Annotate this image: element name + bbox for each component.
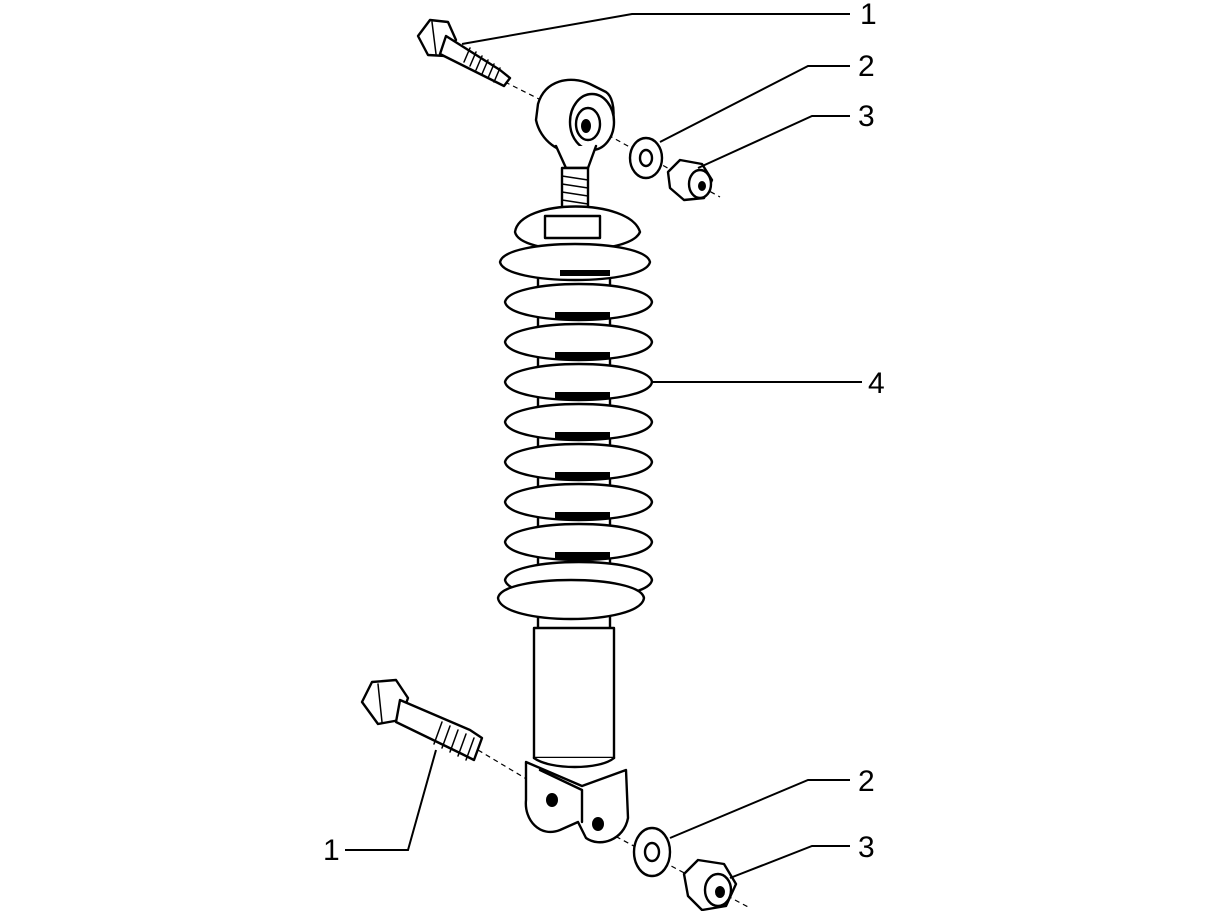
callout-nut-top: 3 (858, 100, 875, 133)
bottom-clevis-mount (524, 760, 630, 844)
leader-lines (345, 13, 862, 879)
bottom-washer (632, 826, 672, 878)
shock-absorber-body (496, 205, 654, 769)
callout-bolt-top: 1 (860, 0, 877, 31)
callout-labels: 1 2 3 4 1 2 3 (323, 0, 885, 867)
coil-spring (498, 242, 654, 600)
top-bolt (416, 18, 512, 88)
bottom-nut (682, 858, 738, 911)
callout-shock: 4 (868, 367, 885, 400)
callout-washer-top: 2 (858, 50, 875, 83)
callout-nut-bottom: 3 (858, 831, 875, 864)
top-eye-mount (534, 78, 616, 214)
callout-washer-bottom: 2 (858, 765, 875, 798)
top-nut (666, 158, 714, 202)
bottom-bolt (360, 678, 484, 762)
top-washer (628, 136, 664, 180)
callout-bolt-bottom: 1 (323, 834, 340, 867)
